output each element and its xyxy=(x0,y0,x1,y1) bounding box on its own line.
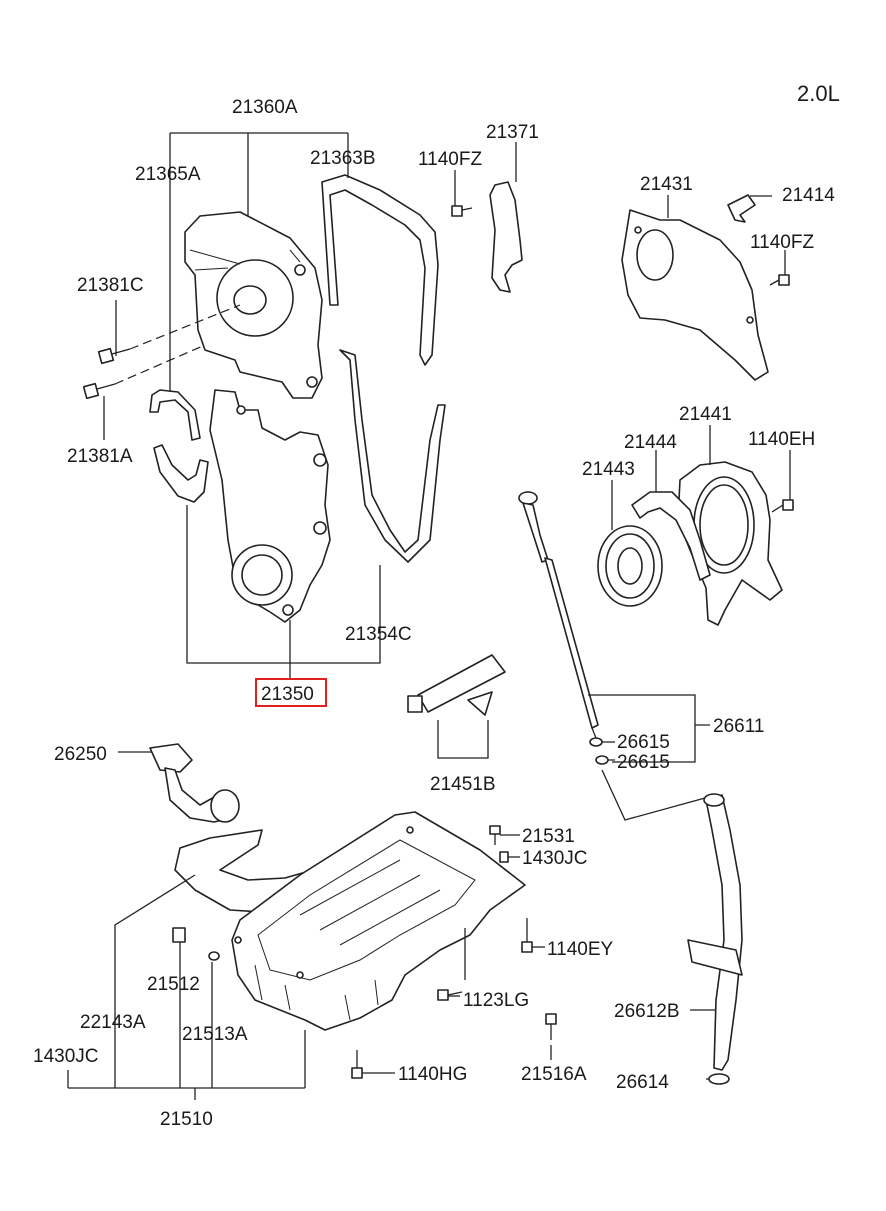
o-ring-26615-upper[interactable] xyxy=(589,737,603,747)
label-26615-upper[interactable]: 26615 xyxy=(617,732,670,753)
label-26611[interactable]: 26611 xyxy=(713,716,764,737)
leader-lines xyxy=(67,132,791,1100)
bolt-21381A[interactable] xyxy=(82,344,206,400)
label-1140HG[interactable]: 1140HG xyxy=(398,1064,467,1085)
label-21354C[interactable]: 21354C xyxy=(345,624,412,645)
bolt-1123LG[interactable] xyxy=(437,989,463,1001)
sealant-callout xyxy=(437,720,489,759)
label-26250[interactable]: 26250 xyxy=(54,744,107,765)
gasket-21444[interactable] xyxy=(631,491,711,581)
bolt-21381C[interactable] xyxy=(97,304,241,365)
upper-cover-gasket[interactable] xyxy=(321,174,439,366)
label-1430JC-top[interactable]: 1430JC xyxy=(522,848,588,869)
tube-link-line xyxy=(601,769,706,821)
highlight-box-21350 xyxy=(255,678,327,707)
cover-seal-upper[interactable] xyxy=(149,389,201,441)
label-21516A[interactable]: 21516A xyxy=(521,1064,587,1085)
lower-timing-cover[interactable] xyxy=(209,389,331,623)
bolt-21516A[interactable] xyxy=(545,1013,557,1040)
label-21510[interactable]: 21510 xyxy=(160,1109,213,1130)
bolt-1140FZ-top[interactable] xyxy=(451,205,473,217)
cover-seal-lower[interactable] xyxy=(153,444,209,503)
rear-plate-21431[interactable] xyxy=(621,209,769,381)
clip-21414[interactable] xyxy=(727,194,756,223)
label-21444[interactable]: 21444 xyxy=(624,432,677,453)
label-21360A[interactable]: 21360A xyxy=(232,97,298,118)
label-21363B[interactable]: 21363B xyxy=(310,148,376,169)
label-1123LG[interactable]: 1123LG xyxy=(463,990,529,1011)
bolt-1140EY[interactable] xyxy=(521,918,533,953)
dipstick-26611[interactable] xyxy=(518,491,599,739)
dipstick-callout xyxy=(588,694,710,763)
bolt-1140HG[interactable] xyxy=(351,1050,363,1079)
oil-seal-21443[interactable] xyxy=(597,525,663,607)
label-21371[interactable]: 21371 xyxy=(486,122,539,143)
label-21365A[interactable]: 21365A xyxy=(135,164,201,185)
label-21431[interactable]: 21431 xyxy=(640,174,693,195)
bracket-21371[interactable] xyxy=(489,181,523,293)
oil-strainer-26250[interactable] xyxy=(149,743,240,823)
o-ring-26614[interactable] xyxy=(708,1073,730,1085)
label-26614[interactable]: 26614 xyxy=(616,1072,669,1093)
label-21443[interactable]: 21443 xyxy=(582,459,635,480)
label-1140FZ-top[interactable]: 1140FZ xyxy=(418,149,482,170)
bolt-1140FZ-right[interactable] xyxy=(769,274,790,286)
label-21531[interactable]: 21531 xyxy=(522,826,575,847)
dipstick-tube-26612B[interactable] xyxy=(687,793,743,1071)
label-21381C[interactable]: 21381C xyxy=(77,275,144,296)
washer-21513A[interactable] xyxy=(208,951,220,961)
label-1140FZ-right[interactable]: 1140FZ xyxy=(750,232,814,253)
plug-1430JC[interactable] xyxy=(499,851,509,863)
label-21441[interactable]: 21441 xyxy=(679,404,732,425)
engine-label: 2.0L xyxy=(797,81,840,106)
part-labels: 21360A 21365A 21363B 1140FZ 21371 21431 … xyxy=(33,97,835,1130)
label-21414[interactable]: 21414 xyxy=(782,185,835,206)
sealant-tube-21451B[interactable] xyxy=(407,654,506,716)
upper-timing-cover[interactable] xyxy=(184,211,323,399)
label-1140EH[interactable]: 1140EH xyxy=(748,429,815,450)
oil-pan-21510[interactable] xyxy=(231,811,526,1031)
label-1140EY[interactable]: 1140EY xyxy=(547,939,614,960)
label-26615-lower[interactable]: 26615 xyxy=(617,752,670,773)
seal-housing-21441[interactable] xyxy=(677,461,783,626)
label-21350[interactable]: 21350 xyxy=(261,684,314,705)
label-26612B[interactable]: 26612B xyxy=(614,1001,680,1022)
label-21512[interactable]: 21512 xyxy=(147,974,200,995)
label-21451B[interactable]: 21451B xyxy=(430,774,496,795)
label-22143A[interactable]: 22143A xyxy=(80,1012,146,1033)
plug-21512[interactable] xyxy=(172,927,186,943)
label-1430JC-left[interactable]: 1430JC xyxy=(33,1046,99,1067)
bolt-21531[interactable] xyxy=(489,825,501,845)
o-ring-26615-lower[interactable] xyxy=(595,755,609,765)
bolt-1140EH[interactable] xyxy=(771,499,794,513)
lower-cover-gasket[interactable] xyxy=(339,349,446,563)
label-21381A[interactable]: 21381A xyxy=(67,446,133,467)
label-21513A[interactable]: 21513A xyxy=(182,1024,248,1045)
